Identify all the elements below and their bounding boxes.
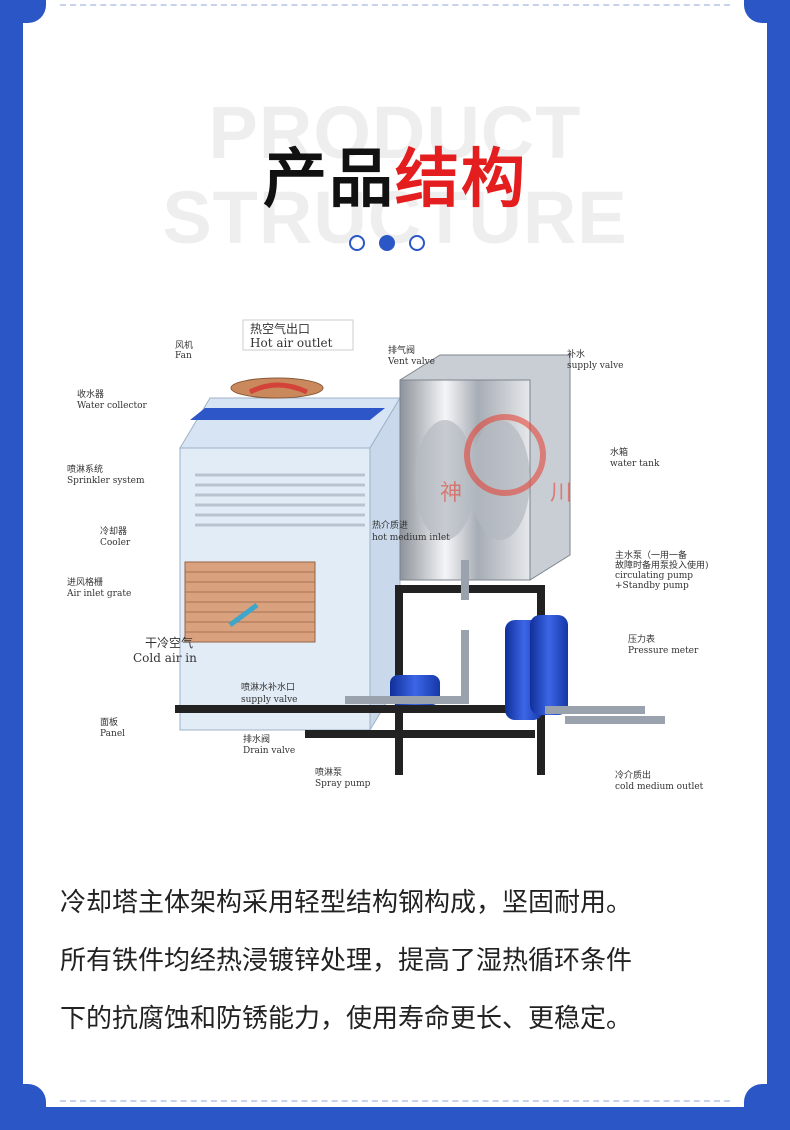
description-line-2: 所有铁件均经热浸镀锌处理，提高了湿热循环条件	[60, 932, 740, 990]
svg-text:hot medium inlet: hot medium inlet	[372, 533, 450, 543]
svg-text:故障时备用泵投入使用): 故障时备用泵投入使用)	[615, 559, 709, 571]
svg-text:cold medium outlet: cold medium outlet	[615, 782, 704, 792]
svg-text:排气阀: 排气阀	[388, 344, 415, 356]
svg-text:Fan: Fan	[175, 351, 192, 361]
title-red-part: 结构	[395, 143, 527, 217]
svg-text:Air inlet grate: Air inlet grate	[66, 589, 131, 599]
svg-text:Spray pump: Spray pump	[315, 779, 371, 789]
tower-body	[180, 378, 400, 730]
cooling-tower-diagram: 神 川 热空气出口 Hot air outlet 风机 Fan 收水器 Wate…	[45, 300, 745, 830]
svg-text:circulating pump: circulating pump	[615, 571, 693, 581]
description-text: 冷却塔主体架构采用轻型结构钢构成，坚固耐用。 所有铁件均经热浸镀锌处理，提高了湿…	[60, 874, 740, 1048]
svg-text:收水器: 收水器	[77, 388, 104, 400]
corner-tab-right-top	[744, 0, 790, 23]
svg-text:进风格栅: 进风格栅	[67, 576, 103, 588]
svg-text:Panel: Panel	[100, 729, 125, 739]
svg-text:神: 神	[440, 481, 462, 506]
svg-text:川: 川	[550, 481, 572, 506]
pager-dot-2-active	[379, 235, 395, 251]
water-tank: 神 川	[400, 355, 572, 580]
svg-text:热介质进: 热介质进	[372, 519, 408, 531]
svg-text:风机: 风机	[175, 339, 193, 351]
svg-text:水箱: 水箱	[610, 446, 628, 458]
description-line-1: 冷却塔主体架构采用轻型结构钢构成，坚固耐用。	[60, 874, 740, 932]
pager-dot-3	[409, 235, 425, 251]
svg-text:supply valve: supply valve	[241, 695, 298, 705]
svg-text:Sprinkler system: Sprinkler system	[67, 476, 145, 486]
pager-dot-1	[349, 235, 365, 251]
svg-text:冷介质出: 冷介质出	[615, 769, 651, 781]
top-dashed-divider	[60, 4, 730, 6]
svg-text:主水泵（一用一备: 主水泵（一用一备	[615, 549, 687, 561]
description-line-3: 下的抗腐蚀和防锈能力，使用寿命更长、更稳定。	[60, 990, 740, 1048]
svg-text:面板: 面板	[100, 716, 118, 728]
corner-tab-right-bottom	[744, 1084, 790, 1130]
svg-text:Cold air in: Cold air in	[133, 651, 197, 665]
section-title: 产品结构	[0, 128, 790, 220]
svg-text:冷却器: 冷却器	[100, 525, 127, 537]
svg-text:排水阀: 排水阀	[243, 733, 270, 745]
svg-text:Drain valve: Drain valve	[243, 746, 295, 756]
svg-text:+Standby pump: +Standby pump	[615, 581, 689, 591]
bottom-dashed-divider	[60, 1100, 730, 1102]
svg-text:压力表: 压力表	[628, 633, 655, 645]
title-black-part: 产品	[263, 143, 395, 217]
svg-text:supply valve: supply valve	[567, 361, 624, 371]
svg-text:喷淋系统: 喷淋系统	[67, 463, 103, 475]
svg-text:喷淋水补水口: 喷淋水补水口	[241, 681, 295, 693]
svg-text:Cooler: Cooler	[100, 538, 131, 548]
svg-text:干冷空气: 干冷空气	[145, 635, 193, 650]
svg-text:热空气出口: 热空气出口	[250, 321, 310, 336]
circulating-pumps	[390, 615, 568, 720]
svg-text:喷淋泵: 喷淋泵	[315, 766, 342, 778]
svg-text:补水: 补水	[567, 348, 585, 360]
svg-text:Hot air outlet: Hot air outlet	[250, 336, 333, 350]
svg-text:Water collector: Water collector	[77, 401, 148, 411]
pager-dots	[349, 235, 425, 251]
svg-text:water tank: water tank	[610, 459, 660, 469]
svg-text:Pressure meter: Pressure meter	[628, 646, 699, 656]
corner-tab-left-bottom	[0, 1084, 46, 1130]
svg-text:Vent valve: Vent valve	[387, 357, 435, 367]
